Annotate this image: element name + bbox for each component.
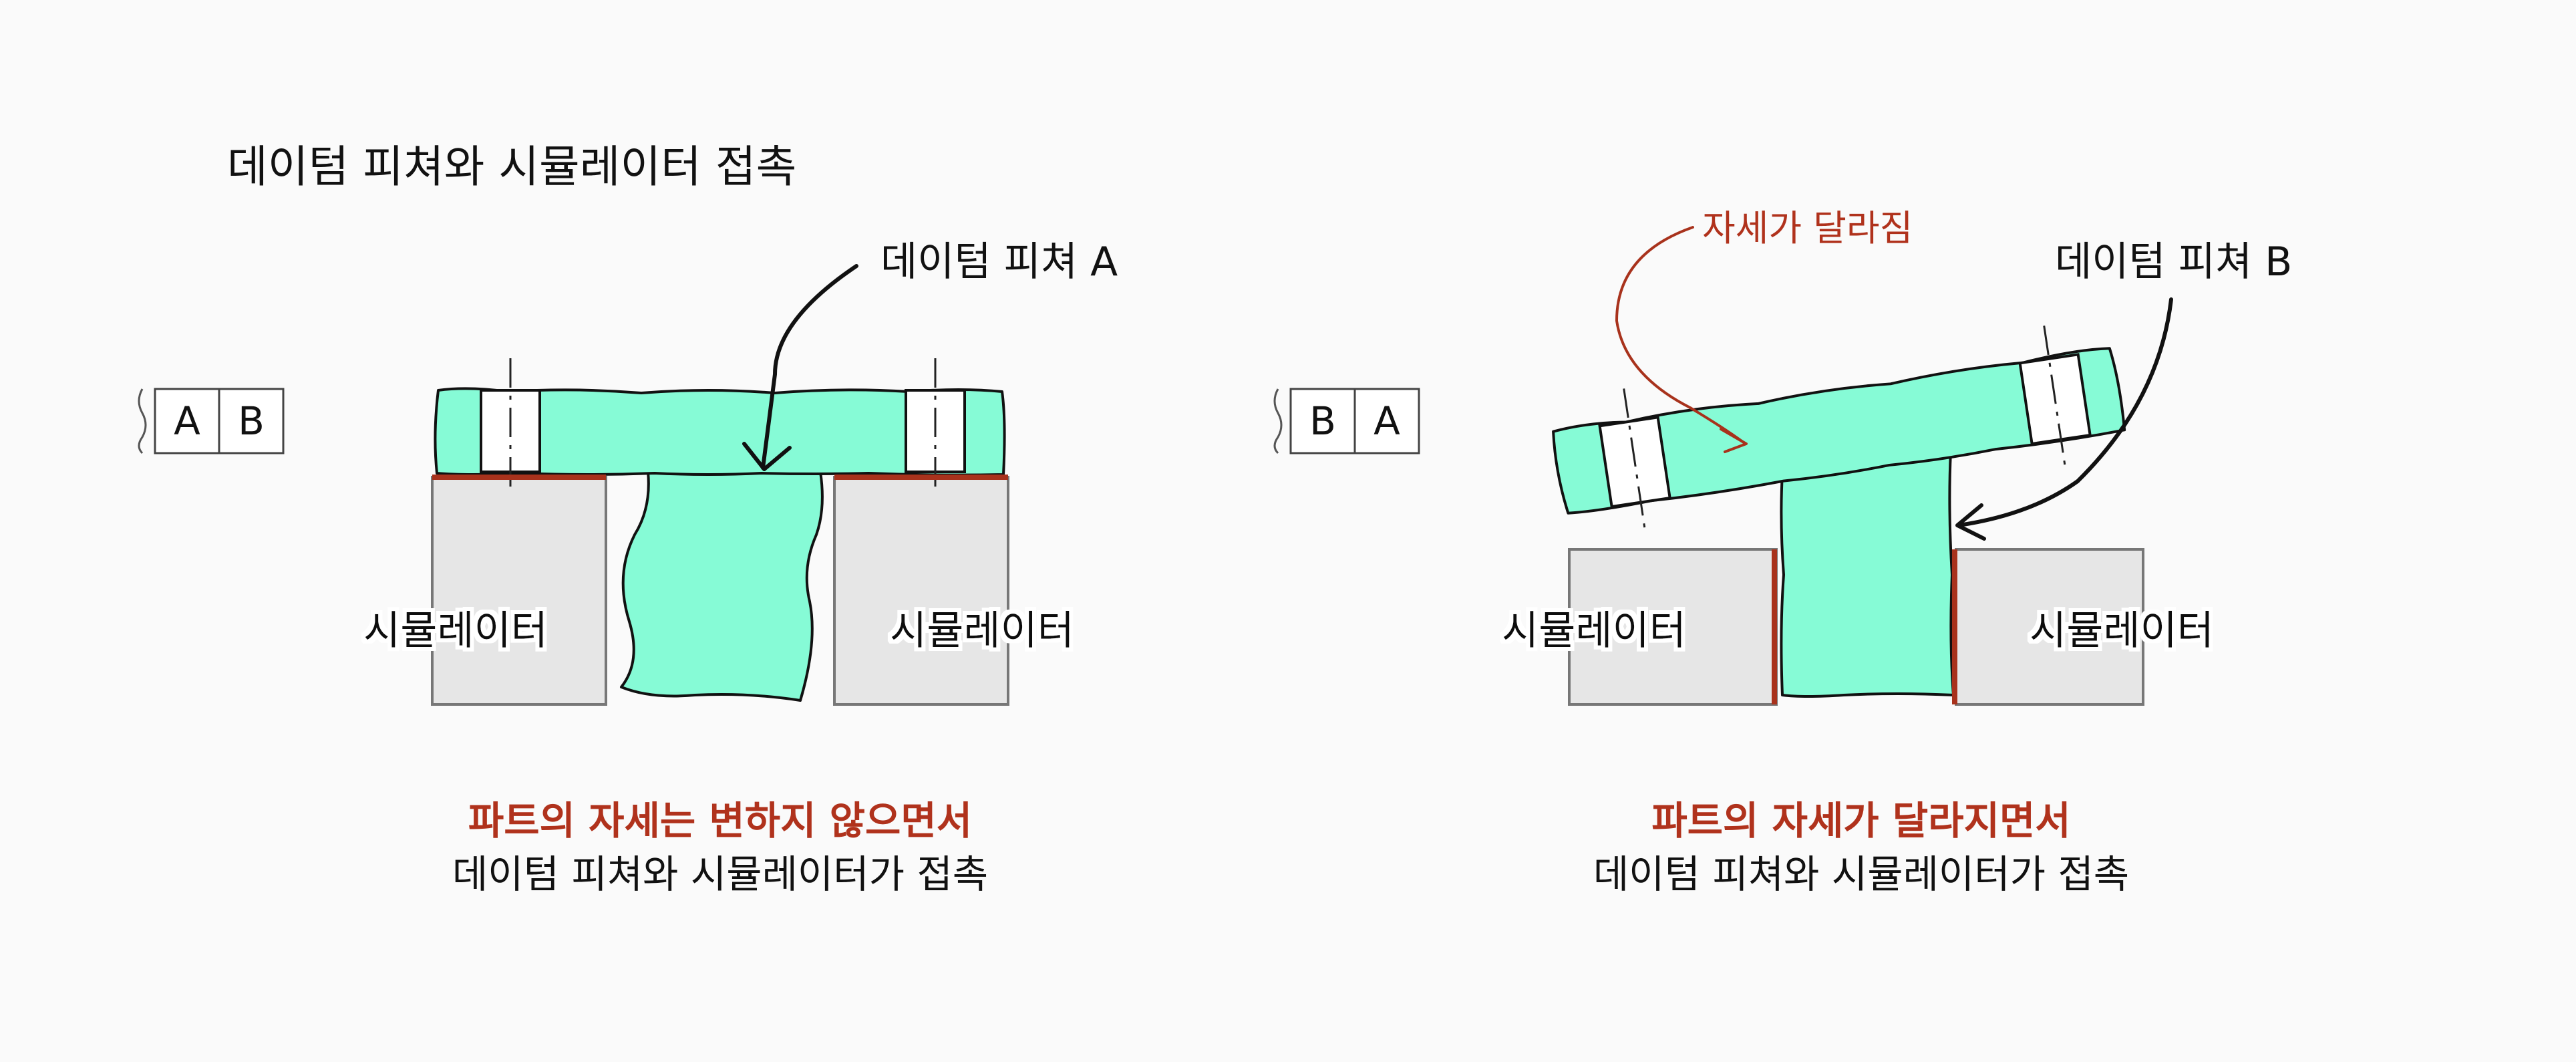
right-part-stem xyxy=(1780,450,1955,698)
left-feature-arrowhead xyxy=(742,442,792,471)
right-hole-left-centerline xyxy=(1623,388,1647,535)
right-simulator-block-left xyxy=(1568,548,1778,706)
right-simulator-label-left: 시뮬레이터 xyxy=(1502,608,1686,654)
right-simulator-label-right: 시뮬레이터 xyxy=(2030,608,2214,654)
left-simulator-label-right: 시뮬레이터 xyxy=(890,608,1074,654)
right-simulator-block-right xyxy=(1955,548,2144,706)
right-feature-frame: B A xyxy=(1273,388,1420,454)
left-scene: A B 데이텀 피쳐 A 시뮬레이터 시뮬레이터 파트의 자세는 변하지 않으면… xyxy=(138,239,1118,897)
left-caption-red: 파트의 자세는 변하지 않으면서 xyxy=(468,798,972,843)
left-frame-cell-1: A xyxy=(174,398,200,444)
right-hole-right-centerline xyxy=(2043,325,2067,472)
left-feature-arrow xyxy=(761,264,858,470)
left-simulator-label-left: 시뮬레이터 xyxy=(363,608,548,654)
right-scene: B A 자세가 달라짐 데이텀 피쳐 B 시뮬레이터 시뮬레이터 xyxy=(1273,207,2292,897)
right-caption-red: 파트의 자세가 달라지면서 xyxy=(1651,798,2070,843)
left-caption-black: 데이텀 피쳐와 시뮬레이터가 접촉 xyxy=(452,851,988,897)
right-attitude-arrow xyxy=(1615,226,1745,444)
left-simulator-block-right xyxy=(833,476,1009,706)
left-simulator-block-left xyxy=(431,476,607,706)
right-caption-black: 데이텀 피쳐와 시뮬레이터가 접촉 xyxy=(1593,851,2129,897)
left-feature-label: 데이텀 피쳐 A xyxy=(880,239,1118,285)
right-frame-cell-1: B xyxy=(1309,398,1336,444)
left-feature-frame: A B xyxy=(138,388,285,454)
right-feature-label: 데이텀 피쳐 B xyxy=(2055,239,2292,285)
left-part-stem xyxy=(620,471,824,702)
right-feature-arrow xyxy=(1957,297,2173,527)
right-feature-arrowhead xyxy=(1955,503,1986,541)
right-frame-cell-2: A xyxy=(1374,398,1400,444)
diagram-title: 데이텀 피쳐와 시뮬레이터 접촉 xyxy=(227,141,796,192)
left-frame-cell-2: B xyxy=(238,398,265,444)
right-attitude-label: 자세가 달라짐 xyxy=(1702,207,1913,249)
right-attitude-arrowhead xyxy=(1720,428,1748,453)
